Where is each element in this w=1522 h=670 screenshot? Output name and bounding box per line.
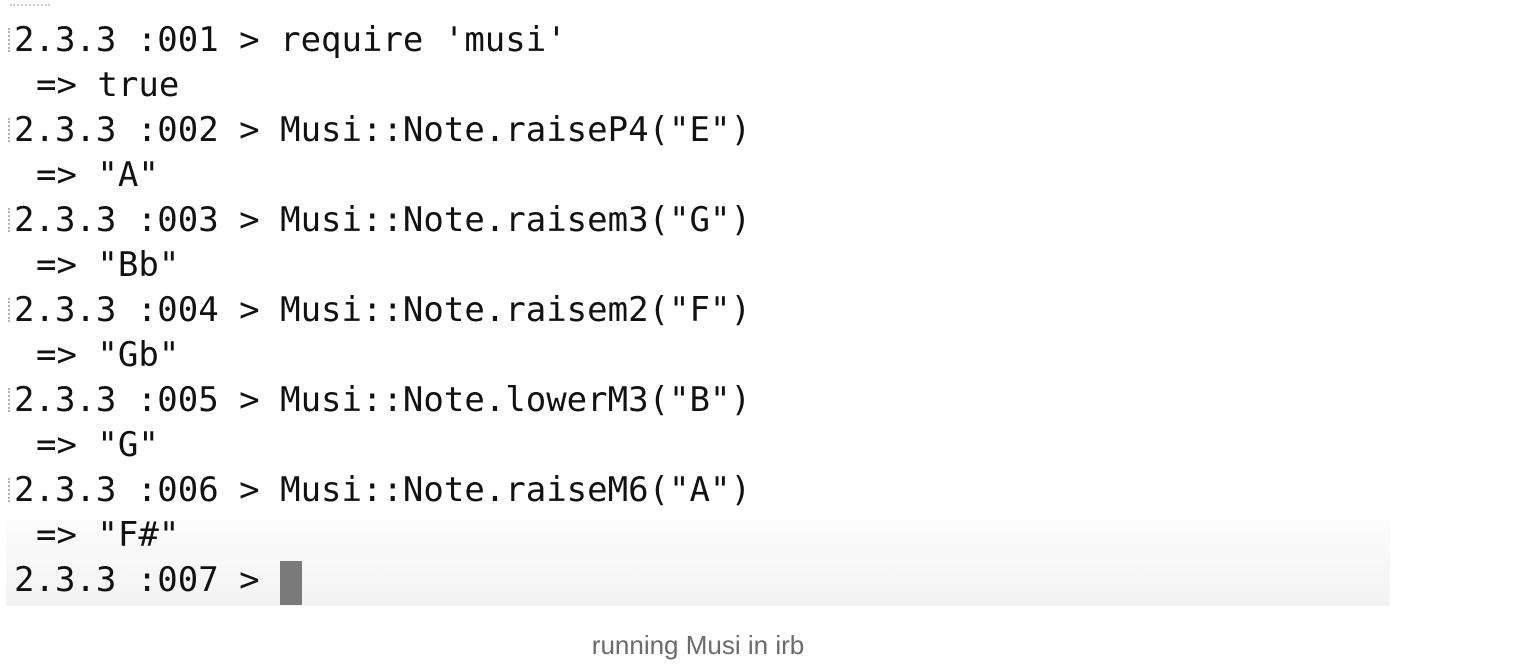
irb-input-line: 2.3.3 :002 > Musi::Note.raiseP4("E") [8, 108, 751, 153]
irb-command: Musi::Note.raiseM6("A") [280, 470, 751, 510]
irb-prompt: 2.3.3 :004 > [14, 290, 281, 330]
irb-prompt: 2.3.3 :002 > [14, 110, 281, 150]
irb-prompt: 2.3.3 :007 > [14, 560, 281, 600]
irb-current-input-line[interactable]: 2.3.3 :007 > [14, 558, 751, 605]
irb-input-line: 2.3.3 :004 > Musi::Note.raisem2("F") [8, 288, 751, 333]
irb-result-line: => "G" [36, 425, 159, 465]
irb-prompt: 2.3.3 :006 > [14, 470, 281, 510]
irb-command: Musi::Note.raisem2("F") [280, 290, 751, 330]
irb-prompt: 2.3.3 :005 > [14, 380, 281, 420]
image-caption: running Musi in irb [591, 630, 805, 660]
irb-result-line: => "Gb" [36, 335, 180, 375]
irb-command: Musi::Note.raiseP4("E") [280, 110, 751, 150]
irb-command: require 'musi' [280, 20, 567, 60]
irb-result-line: => "A" [36, 155, 159, 195]
irb-input-line: 2.3.3 :003 > Musi::Note.raisem3("G") [8, 198, 751, 243]
text-cursor [280, 561, 303, 605]
irb-command: Musi::Note.raisem3("G") [280, 200, 751, 240]
irb-result-line: => true [36, 65, 180, 105]
irb-input-line: 2.3.3 :006 > Musi::Note.raiseM6("A") [8, 468, 751, 513]
irb-prompt: 2.3.3 :003 > [14, 200, 281, 240]
terminal-output: 2.3.3 :001 > require 'musi' => true 2.3.… [8, 18, 751, 605]
terminal-window[interactable]: 2.3.3 :001 > require 'musi' => true 2.3.… [6, 0, 1390, 606]
irb-input-line: 2.3.3 :005 > Musi::Note.lowerM3("B") [8, 378, 751, 423]
irb-prompt: 2.3.3 :001 > [14, 20, 281, 60]
irb-input-line: 2.3.3 :001 > require 'musi' [8, 18, 751, 63]
terminal-top-edge [10, 4, 50, 9]
irb-command: Musi::Note.lowerM3("B") [280, 380, 751, 420]
irb-result-line: => "F#" [36, 515, 180, 555]
terminal-active-line-highlight [6, 520, 1390, 606]
irb-result-line: => "Bb" [36, 245, 180, 285]
